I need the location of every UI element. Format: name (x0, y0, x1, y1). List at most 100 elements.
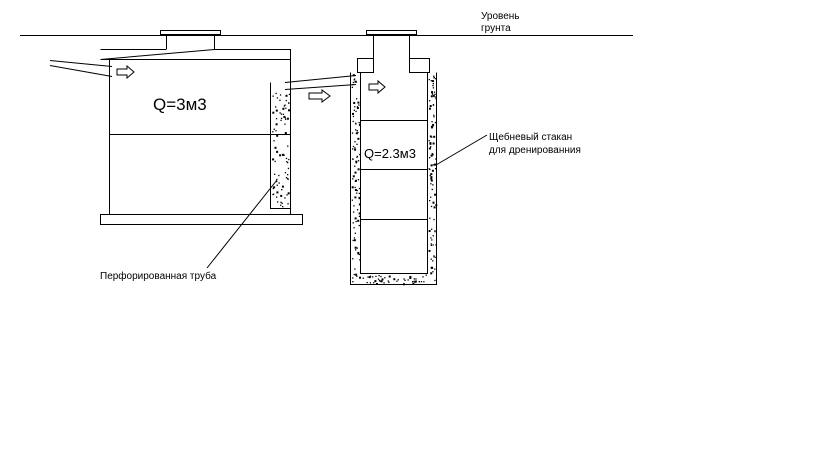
gravel-dot (359, 259, 361, 261)
tank-bottom-slab (100, 214, 303, 225)
gravel-dot (281, 153, 284, 156)
gravel-dot (383, 282, 385, 284)
gravel-dot (352, 258, 354, 260)
gravel-dot (284, 197, 286, 199)
gravel-dot (432, 123, 435, 126)
gravel-dot (429, 168, 431, 171)
gravel-dot (353, 211, 355, 213)
gravel-dot (431, 153, 433, 155)
gravel-dot (368, 276, 371, 279)
outlet-pipe (284, 75, 357, 90)
ground-label-line1: Уровень (481, 11, 520, 22)
gravel-dot (435, 256, 437, 258)
gravel-dot (283, 154, 285, 156)
gravel-dot (413, 278, 415, 280)
gravel-dot (433, 135, 436, 138)
gravel-dot (354, 78, 356, 80)
gravel-dot (403, 283, 405, 285)
gravel-dot (369, 282, 372, 284)
gravel-dot (355, 123, 357, 125)
gravel-dot (432, 164, 435, 166)
gravel-dot (423, 281, 425, 283)
flow-arrow-icon (116, 64, 135, 80)
gravel-dot (355, 189, 357, 191)
gravel-dot (422, 276, 424, 278)
gravel-dot (288, 102, 290, 104)
gravel-dot (356, 156, 358, 158)
gravel-dot (355, 129, 357, 131)
gravel-dot (285, 157, 288, 160)
gravel-dot (356, 275, 358, 277)
gravel-dot (430, 258, 432, 260)
gravel-dot (432, 87, 435, 89)
gravel-dot (377, 278, 380, 280)
gravel-dot (431, 91, 433, 94)
gravel-dot (358, 215, 361, 217)
gravel-dot (434, 93, 436, 95)
gravel-leader-line (435, 134, 488, 166)
gravel-dot (432, 85, 434, 87)
gravel-dot (432, 142, 435, 145)
gravel-dot (354, 165, 356, 167)
gravel-dot (358, 123, 361, 126)
gravel-dot (430, 155, 433, 157)
gravel-dot (355, 132, 358, 135)
gravel-dot (430, 237, 432, 239)
gravel-dot (354, 196, 357, 199)
gravel-dot (429, 217, 431, 219)
gravel-dot (353, 102, 356, 104)
gravel-dot (433, 91, 436, 93)
gravel-dot (431, 239, 433, 241)
gravel-dot (287, 203, 289, 205)
gravel-dot (434, 230, 436, 232)
gravel-dot (358, 104, 360, 106)
gravel-dot (272, 111, 275, 114)
gravel-dot (433, 218, 435, 221)
gravel-dot (429, 157, 431, 159)
gravel-dot (352, 115, 355, 118)
gravel-dot (388, 281, 390, 283)
gravel-dot (355, 122, 357, 124)
gravel-dot (430, 80, 432, 82)
gravel-dot (432, 104, 435, 106)
gravel-dot (352, 145, 355, 148)
septic-tank: Q=3м3 (100, 30, 303, 225)
gravel-dot (429, 200, 431, 202)
gravel-dot (273, 186, 276, 189)
perforated-pipe (270, 82, 291, 209)
gravel-dot (431, 153, 434, 156)
gravel-dot (355, 162, 357, 164)
gravel-dot (404, 279, 406, 281)
gravel-dot (434, 268, 436, 270)
gravel-dot (287, 167, 290, 170)
gravel-dot (287, 177, 289, 180)
gravel-dot (352, 112, 354, 115)
gravel-dot (356, 107, 359, 109)
gravel-dot (430, 243, 432, 245)
gravel-dot (288, 93, 291, 96)
gravel-dot (430, 173, 433, 176)
gravel-dot (428, 78, 430, 81)
gravel-dot (280, 117, 283, 119)
gravel-dot (275, 92, 277, 95)
drainage-well: Q=2.3м3 (350, 30, 438, 286)
gravel-dot (374, 280, 377, 283)
gravel-dot (414, 280, 417, 283)
gravel-dot (276, 97, 279, 99)
gravel-dot (357, 251, 360, 254)
tank-capacity-label: Q=3м3 (153, 95, 207, 114)
gravel-dot (431, 169, 434, 172)
gravel-dot (431, 93, 434, 95)
gravel-dot (435, 98, 437, 100)
gravel-dot (435, 244, 437, 246)
gravel-dot (358, 253, 361, 256)
gravel-dot (275, 106, 277, 108)
gravel-dot (352, 281, 354, 283)
gravel-dot (358, 224, 360, 227)
gravel-dot (430, 266, 433, 269)
gravel-dot (354, 186, 356, 189)
gravel-dot (432, 125, 434, 128)
gravel-dot (279, 99, 281, 101)
gravel-dot (428, 168, 430, 170)
gravel-dot (354, 232, 356, 234)
